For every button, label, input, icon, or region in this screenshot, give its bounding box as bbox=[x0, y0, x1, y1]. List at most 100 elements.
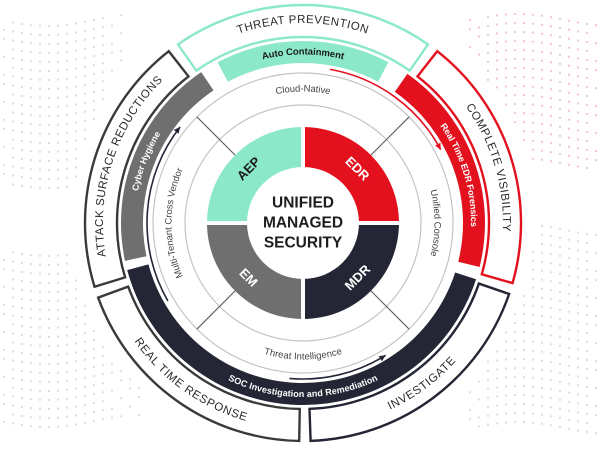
pattern-dot bbox=[567, 100, 571, 103]
pattern-dot bbox=[585, 394, 589, 398]
pattern-dot bbox=[549, 298, 553, 301]
pattern-dot bbox=[92, 365, 96, 369]
pattern-dot bbox=[29, 344, 33, 347]
pattern-dot bbox=[468, 46, 472, 49]
pattern-dot bbox=[11, 269, 15, 272]
pattern-dot bbox=[38, 177, 42, 180]
pattern-dot bbox=[540, 395, 544, 398]
pattern-dot bbox=[74, 85, 78, 88]
pattern-dot bbox=[101, 346, 105, 349]
pattern-dot bbox=[567, 37, 571, 40]
pattern-dot bbox=[522, 130, 526, 133]
pattern-dot bbox=[585, 103, 589, 107]
pattern-dot bbox=[83, 403, 87, 406]
pattern-dot bbox=[567, 382, 571, 385]
pattern-dot bbox=[47, 114, 51, 118]
pattern-dot bbox=[65, 104, 69, 107]
pattern-dot bbox=[65, 122, 69, 125]
pattern-dot bbox=[11, 102, 15, 105]
pattern-dot bbox=[20, 387, 24, 391]
pattern-dot bbox=[495, 413, 499, 416]
pattern-dot bbox=[558, 236, 562, 240]
pattern-dot bbox=[576, 258, 580, 261]
pattern-dot bbox=[56, 141, 60, 144]
pattern-dot bbox=[83, 119, 87, 122]
pattern-dot bbox=[11, 147, 15, 150]
pattern-dot bbox=[56, 299, 60, 302]
pattern-dot bbox=[522, 304, 526, 307]
pattern-dot bbox=[531, 103, 535, 106]
pattern-dot bbox=[56, 60, 60, 63]
pattern-dot bbox=[47, 299, 51, 303]
pattern-dot bbox=[594, 114, 598, 117]
pattern-dot bbox=[65, 68, 69, 71]
pattern-dot bbox=[29, 150, 33, 153]
pattern-dot bbox=[38, 132, 42, 135]
pattern-dot bbox=[2, 258, 6, 261]
pattern-dot bbox=[2, 312, 6, 315]
pattern-dot bbox=[576, 402, 580, 405]
ring-divider bbox=[196, 116, 236, 156]
pattern-dot bbox=[540, 41, 544, 44]
pattern-dot bbox=[65, 352, 69, 355]
pattern-dot bbox=[20, 423, 24, 427]
pattern-dot bbox=[558, 263, 562, 267]
pattern-dot bbox=[20, 315, 24, 319]
pattern-dot bbox=[513, 21, 517, 25]
pattern-dot bbox=[486, 42, 490, 45]
pattern-dot bbox=[540, 422, 544, 425]
pattern-dot bbox=[74, 405, 78, 408]
pattern-dot bbox=[558, 281, 562, 285]
pattern-dot bbox=[576, 21, 580, 24]
pattern-dot bbox=[585, 304, 589, 308]
pattern-dot bbox=[128, 387, 132, 390]
pattern-dot bbox=[558, 143, 562, 147]
pattern-dot bbox=[2, 348, 6, 351]
pattern-dot bbox=[74, 297, 78, 300]
pattern-dot bbox=[47, 398, 51, 402]
pattern-dot bbox=[549, 244, 553, 247]
pattern-dot bbox=[549, 151, 553, 154]
pattern-dot bbox=[11, 278, 15, 281]
pattern-dot bbox=[540, 260, 544, 263]
pattern-dot bbox=[65, 253, 69, 256]
pattern-dot bbox=[65, 95, 69, 98]
pattern-dot bbox=[47, 407, 51, 411]
pattern-dot bbox=[576, 66, 580, 69]
pattern-dot bbox=[540, 404, 544, 407]
pattern-dot bbox=[56, 317, 60, 320]
pattern-dot bbox=[38, 168, 42, 171]
pattern-dot bbox=[56, 150, 60, 153]
pattern-dot bbox=[20, 369, 24, 373]
pattern-dot bbox=[38, 353, 42, 356]
pattern-dot bbox=[549, 262, 553, 265]
pattern-dot bbox=[65, 158, 69, 161]
pattern-dot bbox=[486, 414, 490, 417]
pattern-dot bbox=[20, 279, 24, 283]
pattern-dot bbox=[567, 373, 571, 376]
pattern-dot bbox=[522, 103, 526, 106]
pattern-dot bbox=[585, 148, 589, 152]
pattern-dot bbox=[540, 32, 544, 35]
pattern-dot bbox=[65, 379, 69, 382]
pattern-dot bbox=[513, 375, 517, 379]
pattern-dot bbox=[65, 325, 69, 328]
pattern-dot bbox=[513, 384, 517, 388]
pattern-dot bbox=[38, 362, 42, 365]
pattern-dot bbox=[74, 148, 78, 151]
pattern-dot bbox=[549, 379, 553, 382]
pattern-dot bbox=[56, 416, 60, 419]
pattern-dot bbox=[29, 42, 33, 45]
pattern-dot bbox=[585, 367, 589, 371]
pattern-dot bbox=[513, 93, 517, 97]
pattern-dot bbox=[74, 58, 78, 61]
pattern-dot bbox=[83, 137, 87, 140]
pattern-dot bbox=[74, 130, 78, 133]
pattern-dot bbox=[540, 278, 544, 281]
pattern-dot bbox=[576, 249, 580, 252]
pattern-dot bbox=[540, 113, 544, 116]
pattern-dot bbox=[47, 263, 51, 267]
pattern-dot bbox=[513, 120, 517, 124]
pattern-dot bbox=[540, 131, 544, 134]
pattern-dot bbox=[65, 131, 69, 134]
